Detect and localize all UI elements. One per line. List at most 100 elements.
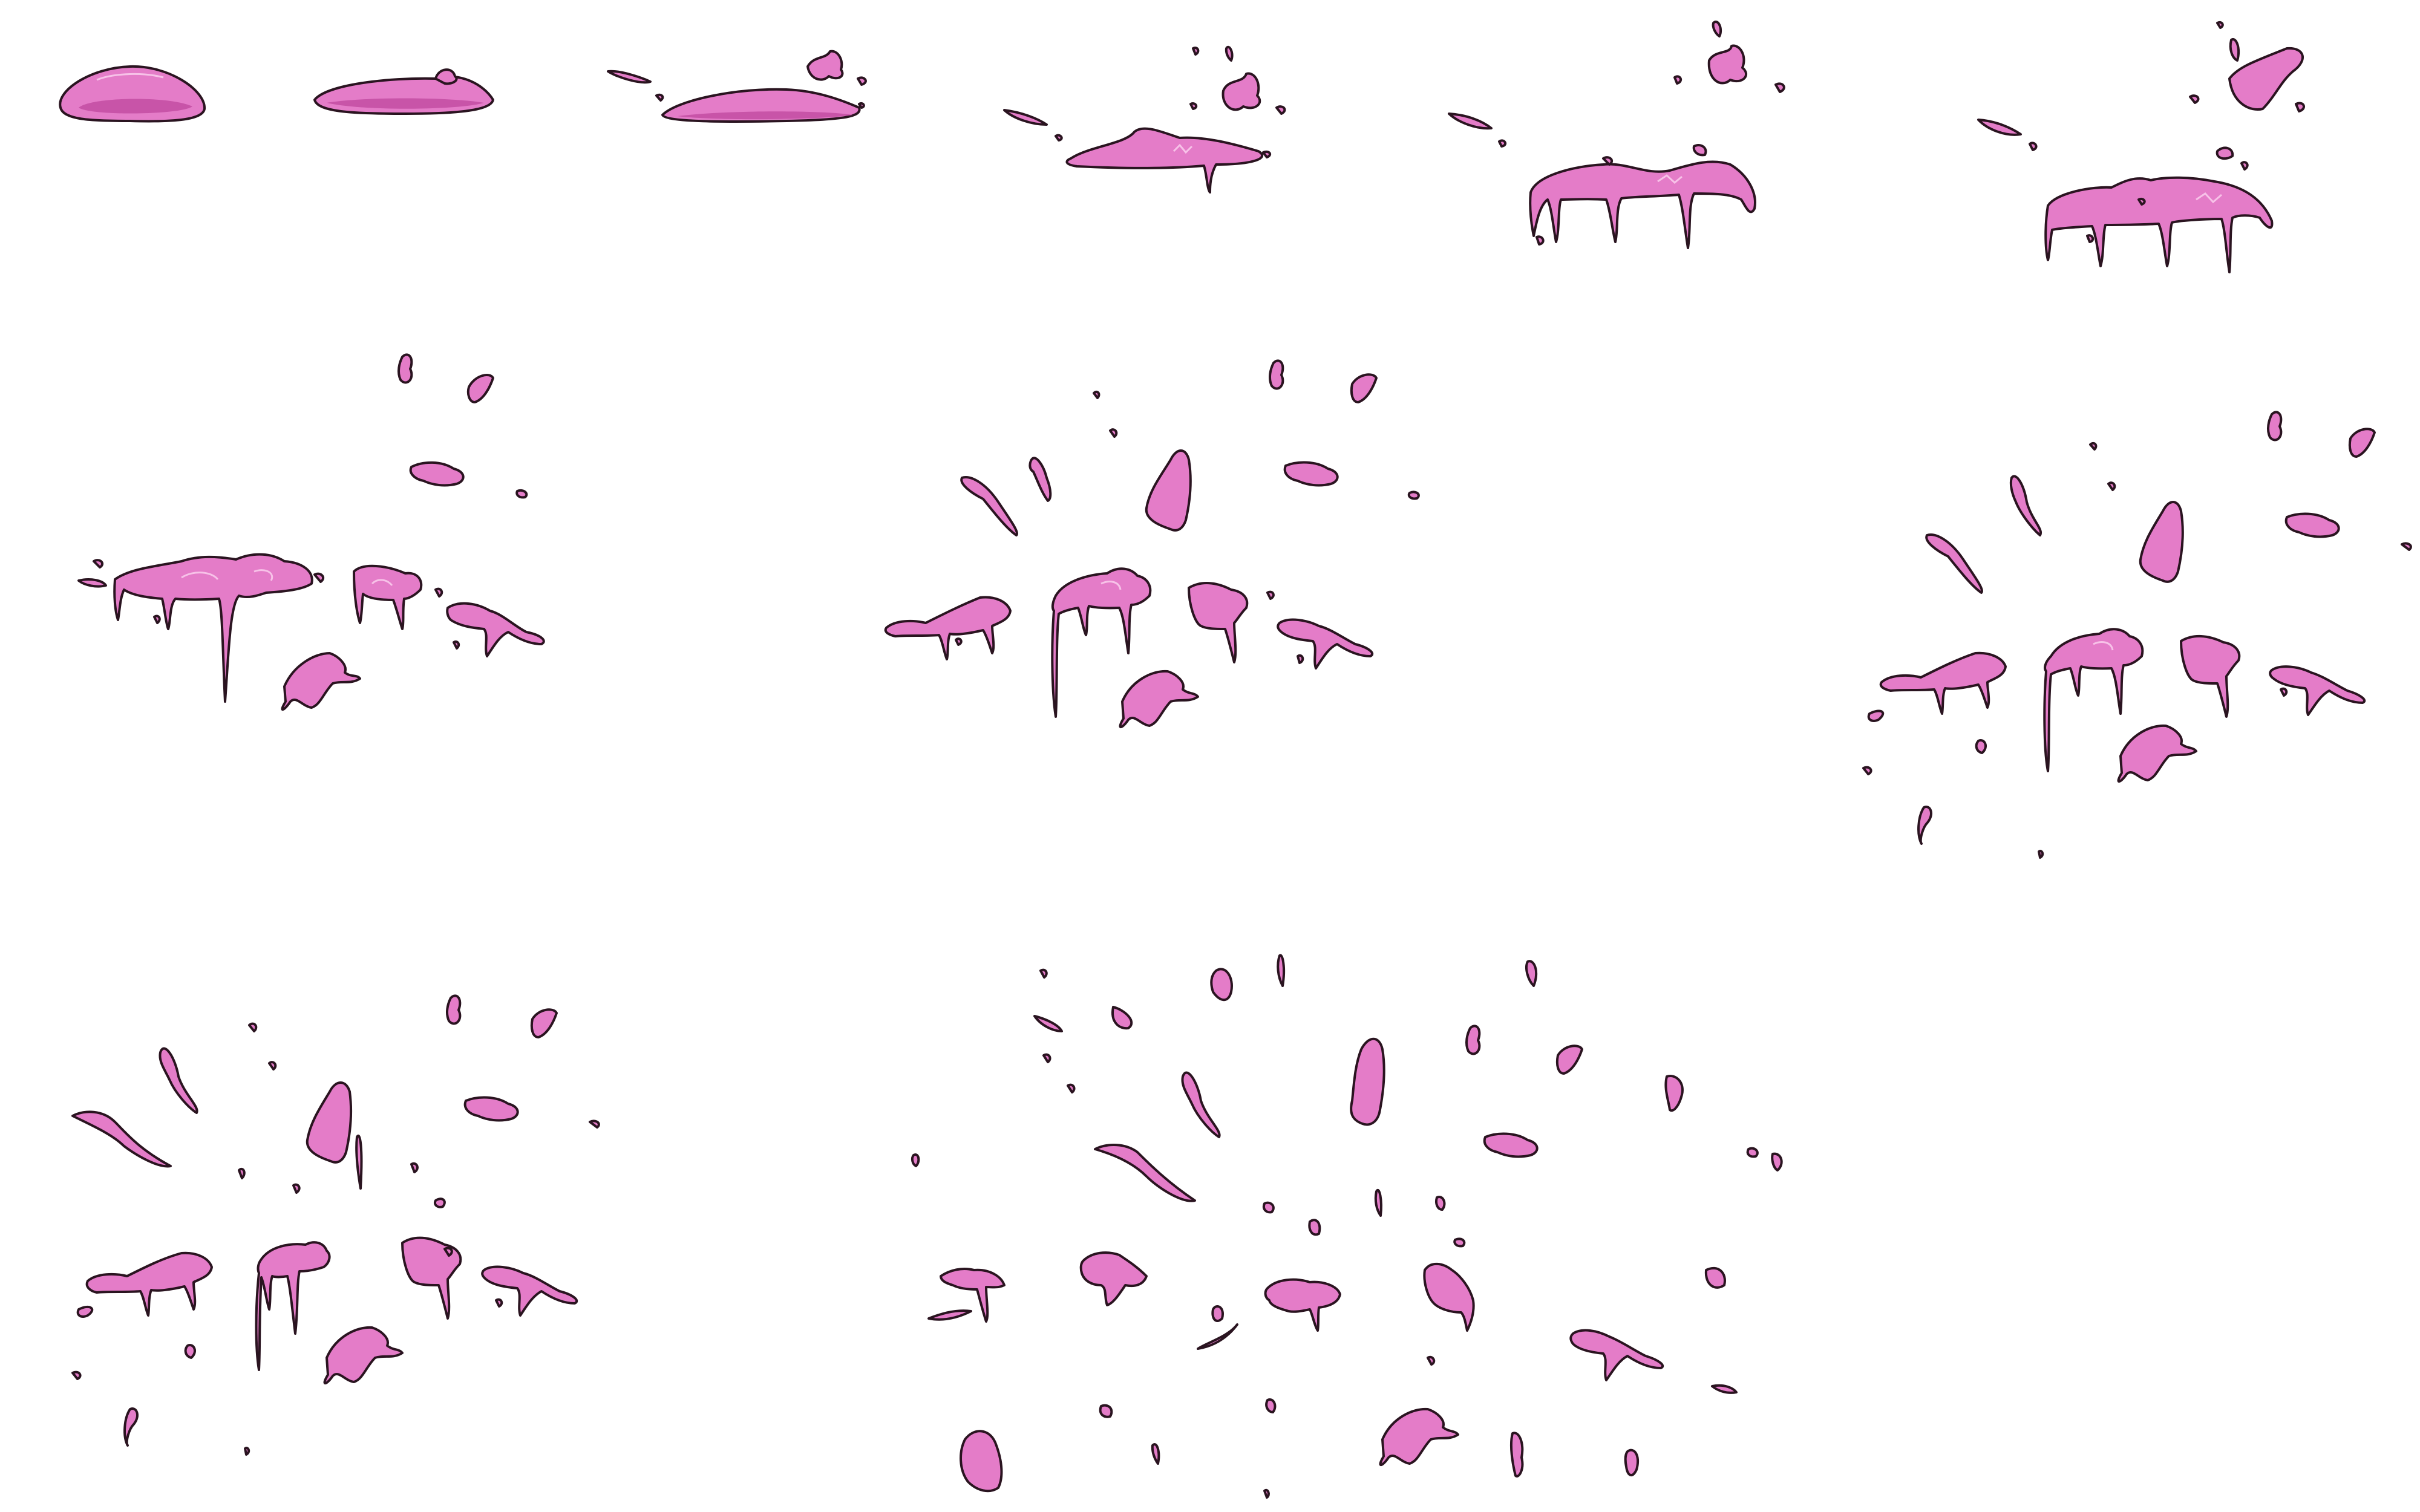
goo-streak bbox=[1094, 1144, 1196, 1202]
goo-droplet bbox=[1427, 1355, 1436, 1366]
goo-droplet bbox=[434, 1198, 446, 1208]
goo-droplet bbox=[1453, 1237, 1466, 1248]
goo-highlight bbox=[2196, 192, 2222, 204]
goo-droplet bbox=[955, 637, 963, 646]
goo-droplet bbox=[1268, 359, 1284, 390]
frame-01-drop-resting bbox=[59, 65, 206, 123]
goo-droplet bbox=[857, 76, 867, 86]
frame-02-drop-flattening bbox=[313, 68, 494, 115]
goo-blob-tall bbox=[1145, 449, 1192, 532]
goo-droplet bbox=[123, 1407, 139, 1447]
goo-splash-body bbox=[1529, 160, 1756, 249]
goo-streak bbox=[2009, 475, 2042, 536]
goo-droplet bbox=[2216, 146, 2234, 160]
goo-droplet bbox=[1977, 119, 2022, 136]
goo-droplet bbox=[495, 1298, 503, 1308]
goo-puddle-shadow bbox=[678, 111, 853, 120]
goo-splatter-main bbox=[1051, 567, 1152, 718]
goo-blob-tall bbox=[2139, 501, 2184, 583]
goo-splatter-right bbox=[1188, 582, 1249, 663]
goo-droplet bbox=[248, 1022, 258, 1032]
frame-05-splash-drips bbox=[1448, 21, 1785, 249]
goo-splatter-center bbox=[1264, 1278, 1341, 1332]
goo-droplet bbox=[1509, 1432, 1524, 1478]
frame-10-burst-scatter bbox=[71, 994, 600, 1456]
goo-splatter-far-right bbox=[2269, 665, 2366, 716]
goo-splash-chunk bbox=[806, 50, 844, 81]
goo-droplet bbox=[1975, 739, 1987, 754]
goo-droplet bbox=[1151, 1443, 1160, 1465]
frame-04-splash-spread bbox=[1003, 46, 1286, 194]
goo-streak bbox=[159, 1047, 198, 1114]
goo-droplet bbox=[1535, 235, 1545, 246]
goo-droplet bbox=[1263, 1488, 1270, 1499]
goo-droplet bbox=[1099, 1404, 1113, 1418]
goo-streak bbox=[71, 1110, 172, 1168]
goo-blob-lower bbox=[323, 1326, 404, 1385]
goo-droplet bbox=[927, 1309, 972, 1321]
frame-03-first-splash bbox=[607, 50, 867, 123]
goo-splatter-main bbox=[113, 553, 313, 703]
goo-puddle bbox=[1065, 127, 1264, 194]
goo-splatter-main bbox=[255, 1241, 331, 1371]
goo-droplet bbox=[1624, 1448, 1640, 1476]
goo-droplet bbox=[2229, 37, 2240, 62]
goo-splatter-left bbox=[940, 1268, 1006, 1323]
goo-droplet bbox=[2240, 161, 2249, 171]
goo-droplet bbox=[911, 1153, 920, 1167]
goo-streak bbox=[1181, 1071, 1221, 1138]
goo-droplet bbox=[589, 1119, 600, 1129]
goo-splash-chunk bbox=[1707, 44, 1748, 85]
goo-splatter-far-right bbox=[1277, 618, 1374, 670]
goo-droplet bbox=[1673, 75, 1683, 85]
goo-droplet bbox=[355, 1135, 363, 1190]
goo-droplet bbox=[1448, 112, 1493, 130]
goo-droplet bbox=[1774, 82, 1785, 93]
goo-droplet bbox=[1277, 954, 1286, 987]
goo-blob-lower bbox=[281, 652, 361, 711]
goo-droplet bbox=[1210, 968, 1233, 1002]
goo-droplet bbox=[2280, 687, 2288, 697]
goo-droplet bbox=[463, 1096, 519, 1122]
goo-droplet bbox=[2348, 428, 2376, 458]
goo-droplet bbox=[77, 578, 107, 588]
goo-splatter-chunk bbox=[446, 602, 545, 657]
goo-highlight bbox=[1657, 174, 1683, 184]
goo-blob-tall bbox=[1350, 1037, 1385, 1126]
goo-droplet bbox=[76, 1305, 94, 1318]
goo-droplet bbox=[607, 70, 652, 84]
goo-splash-body bbox=[2044, 176, 2274, 273]
goo-droplet bbox=[445, 994, 462, 1025]
goo-highlight bbox=[371, 579, 393, 587]
goo-droplet bbox=[1109, 428, 1118, 438]
goo-drop-shadow bbox=[79, 99, 192, 114]
goo-droplet bbox=[1308, 1219, 1321, 1236]
goo-droplet bbox=[2086, 234, 2095, 243]
goo-droplet bbox=[1192, 47, 1200, 56]
goo-droplet bbox=[1211, 1305, 1224, 1322]
goo-droplet bbox=[443, 1246, 453, 1257]
goo-puddle-shadow bbox=[327, 98, 484, 109]
goo-splatter-left bbox=[85, 1251, 213, 1317]
goo-droplet bbox=[1692, 143, 1707, 157]
goo-droplet bbox=[1093, 390, 1100, 399]
goo-splatter-chunk bbox=[353, 564, 423, 630]
goo-droplet bbox=[1275, 105, 1286, 115]
goo-droplet bbox=[1602, 156, 1614, 166]
goo-droplet bbox=[858, 102, 865, 109]
goo-droplet bbox=[93, 559, 104, 569]
goo-droplet bbox=[655, 93, 664, 102]
goo-droplet bbox=[268, 1061, 277, 1070]
goo-droplet bbox=[1862, 766, 1872, 775]
goo-highlight bbox=[181, 572, 219, 581]
goo-droplet bbox=[2216, 21, 2224, 29]
goo-droplet bbox=[1067, 1083, 1076, 1093]
goo-bubble bbox=[434, 68, 458, 85]
goo-droplet bbox=[2029, 142, 2038, 151]
goo-droplet bbox=[1555, 1044, 1583, 1075]
goo-droplet bbox=[1266, 590, 1275, 600]
frame-11-burst-dispersed bbox=[911, 954, 1783, 1499]
goo-droplet bbox=[1465, 1025, 1481, 1055]
goo-droplet bbox=[2107, 481, 2116, 491]
goo-highlight bbox=[1172, 143, 1193, 154]
